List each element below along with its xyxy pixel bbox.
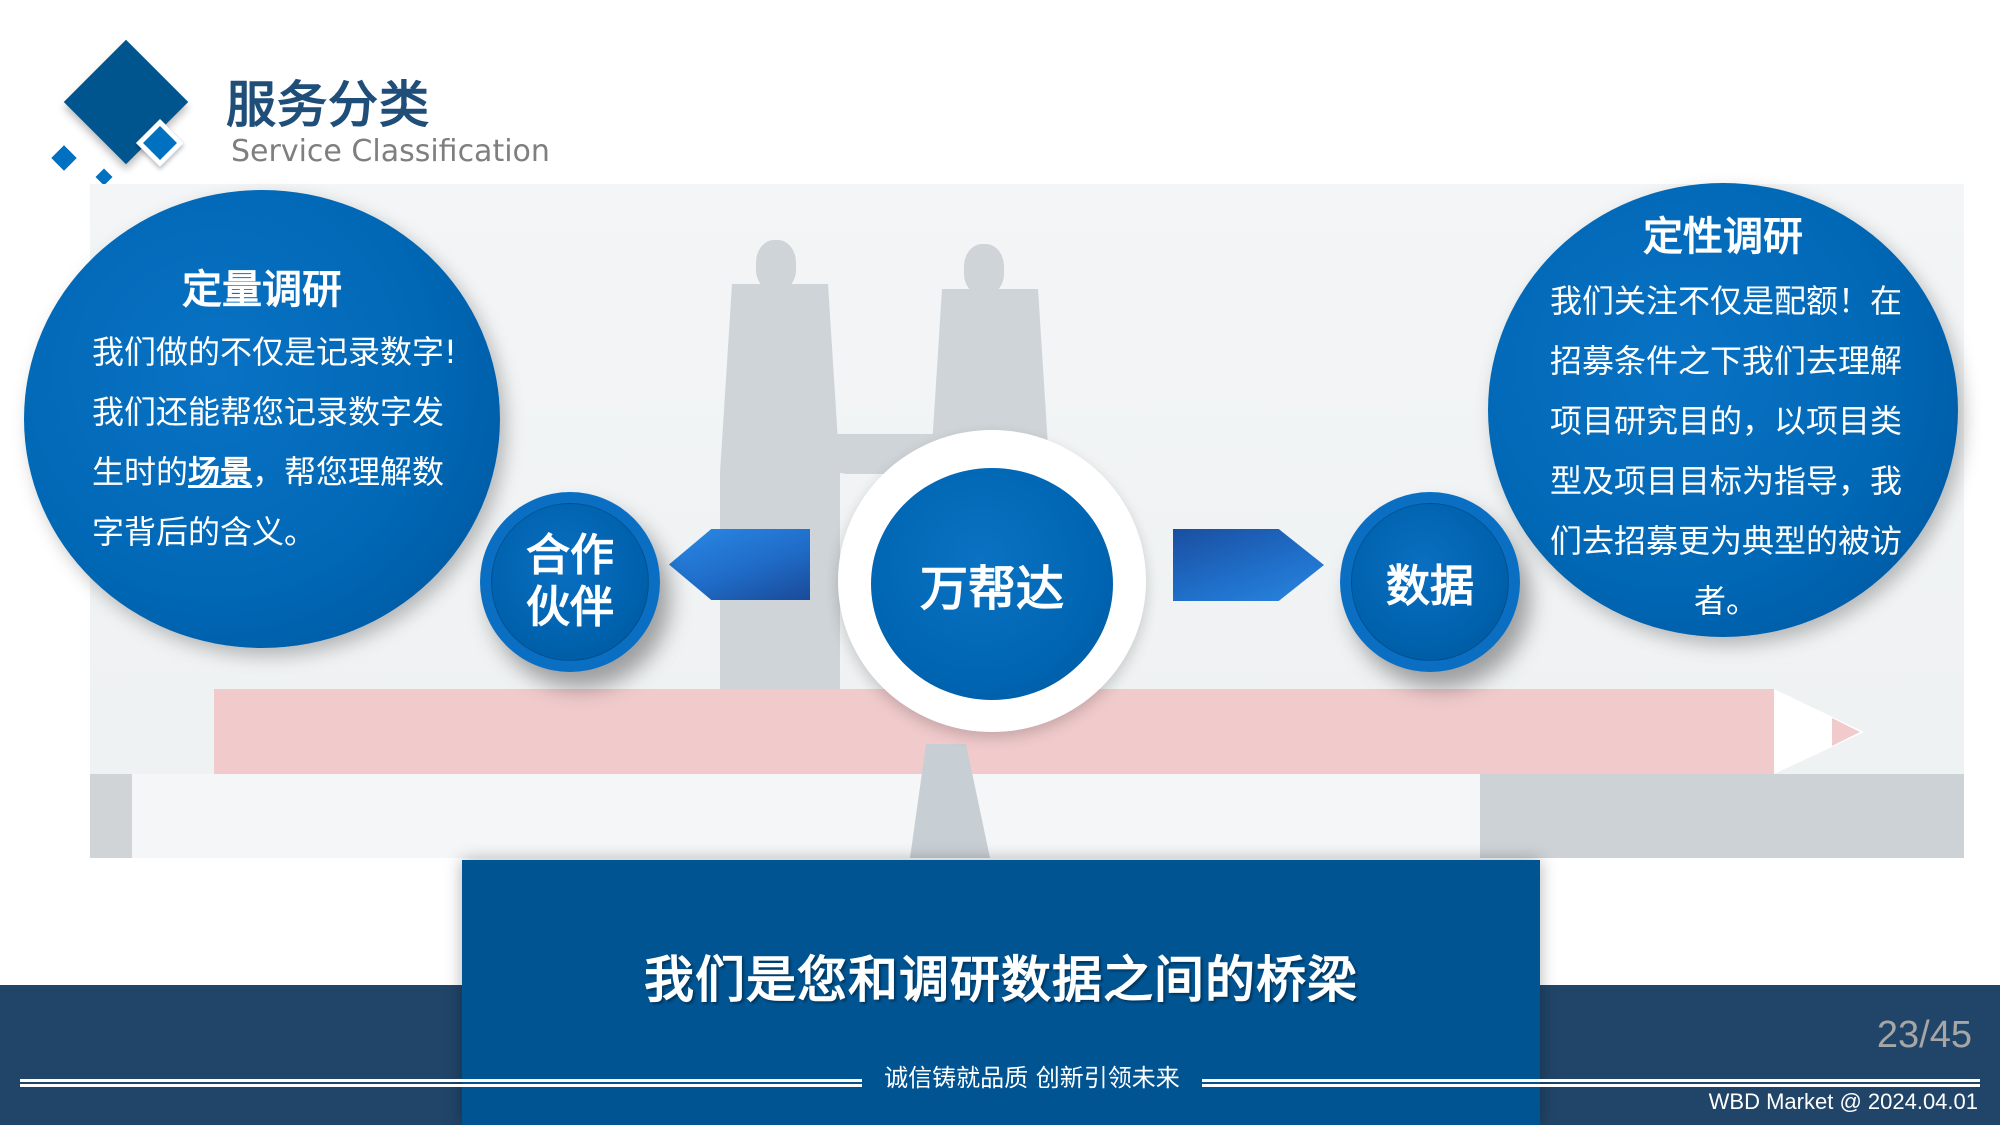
qualitative-body: 我们关注不仅是配额！在招募条件之下我们去理解项目研究目的，以项目类型及项目目标为…: [1549, 282, 1902, 620]
quantitative-body-text: 我们做的不仅是记录数字!我们还能帮您记录数字发生时的: [92, 333, 457, 491]
company-label: 万帮达: [871, 468, 1113, 700]
data-label: 数据: [1351, 503, 1509, 661]
quantitative-research-circle: 定量调研 我们做的不仅是记录数字!我们还能帮您记录数字发生时的场景，帮您理解数字…: [24, 190, 500, 648]
page-title: 服务分类: [226, 76, 430, 134]
floor-shadow-left: [90, 774, 132, 858]
footer-divider-left: [20, 1079, 862, 1087]
data-node: 数据: [1340, 492, 1520, 672]
quantitative-body: 我们做的不仅是记录数字!我们还能帮您记录数字发生时的场景，帮您理解数字背后的含义…: [92, 322, 464, 562]
footer-tagline: 诚信铸就品质 创新引领未来: [884, 1064, 1180, 1092]
page-subtitle: Service Classification: [231, 134, 550, 169]
partner-label-line1: 合作: [526, 530, 614, 581]
logo-diamonds: [0, 0, 220, 190]
qualitative-title: 定性调研: [1643, 214, 1803, 260]
person-left-head: [756, 240, 796, 290]
company-node: 万帮达: [838, 430, 1146, 732]
partner-label-line2: 伙伴: [526, 582, 614, 633]
quantitative-body-end: ，帮您理解数字背后的含义。: [92, 453, 445, 551]
slogan-text: 我们是您和调研数据之间的桥梁: [644, 951, 1358, 1009]
person-left-silhouette: [720, 284, 840, 704]
diamond-small-icon: [51, 145, 77, 171]
page-number: 23/45: [1876, 1014, 1972, 1056]
quantitative-emphasis: 场景: [188, 453, 253, 491]
partner-node-inner: 合作 伙伴: [491, 503, 649, 661]
diamond-tiny-icon: [95, 168, 113, 186]
footer-divider-right: [1202, 1079, 1980, 1087]
pencil-lead: [1832, 718, 1860, 746]
floor-shadow-right: [1480, 774, 1964, 858]
quantitative-title: 定量调研: [182, 267, 342, 313]
qualitative-research-circle: 定性调研 我们关注不仅是配额！在招募条件之下我们去理解项目研究目的，以项目类型及…: [1488, 183, 1958, 637]
footer-credit: WBD Market @ 2024.04.01: [1708, 1089, 1978, 1114]
partner-node: 合作 伙伴: [480, 492, 660, 672]
person-right-head: [964, 244, 1004, 294]
